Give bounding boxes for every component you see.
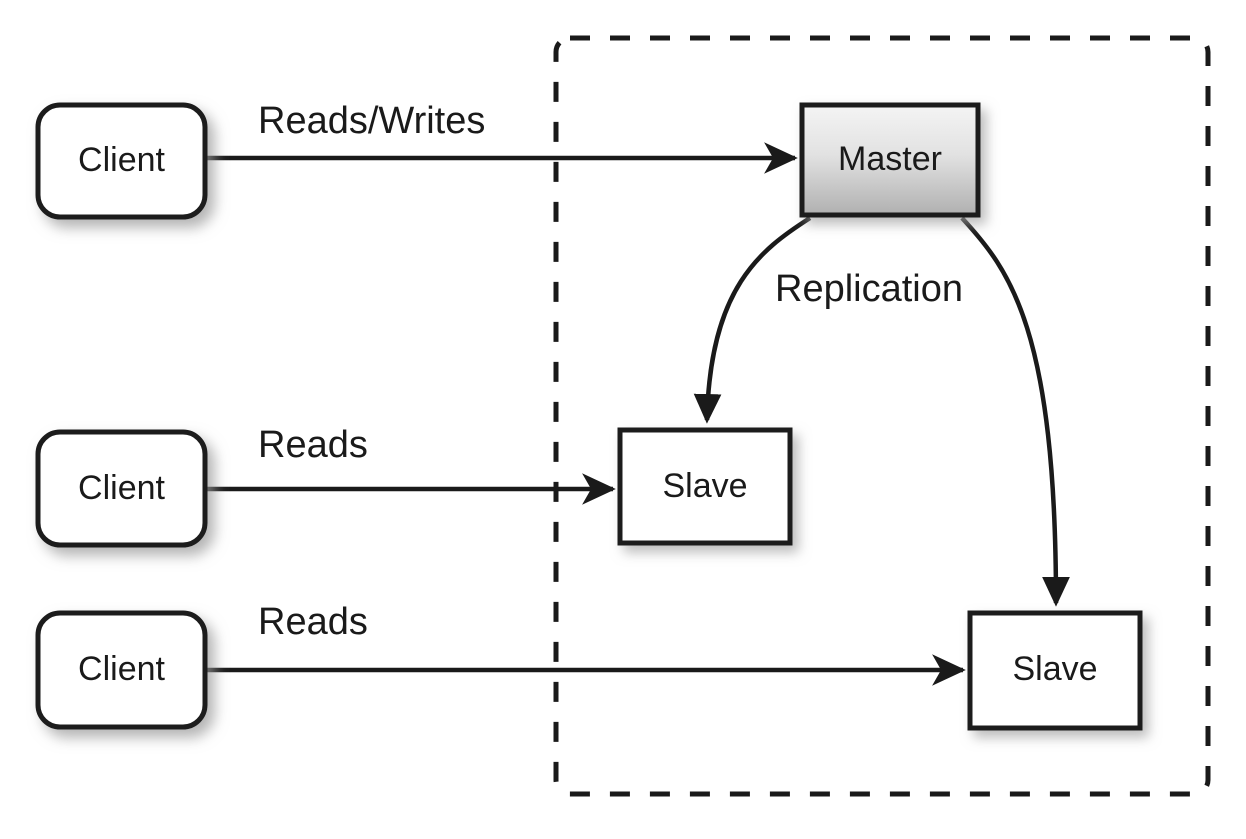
edge-label-reads-1: Reads	[258, 424, 368, 466]
client-3-box[interactable]	[35, 610, 208, 730]
node-client-2[interactable]: Client	[35, 429, 208, 548]
edge-label-reads-writes: Reads/Writes	[258, 100, 485, 142]
master-box[interactable]	[799, 102, 981, 218]
edge-label-reads-2: Reads	[258, 601, 368, 643]
node-slave-2[interactable]: Slave	[967, 610, 1143, 731]
edge-master-to-slave2	[960, 216, 1070, 607]
client-1-label: Client	[78, 141, 165, 179]
database-cluster-boundary	[553, 35, 1211, 797]
client-2-label: Client	[78, 469, 165, 507]
node-master[interactable]: Master	[799, 102, 981, 218]
edge-label-replication: Replication	[775, 268, 963, 310]
master-label: Master	[838, 140, 942, 178]
node-client-3[interactable]: Client	[35, 610, 208, 730]
client-1-box[interactable]	[35, 102, 208, 220]
node-slave-1[interactable]: Slave	[617, 427, 793, 546]
slave-1-box[interactable]	[617, 427, 793, 546]
edge-master-to-slave1	[693, 216, 812, 424]
client-3-label: Client	[78, 650, 165, 688]
slave-1-label: Slave	[662, 467, 747, 505]
slave-2-box[interactable]	[967, 610, 1143, 731]
node-client-1[interactable]: Client	[35, 102, 208, 220]
client-2-box[interactable]	[35, 429, 208, 548]
slave-2-label: Slave	[1012, 650, 1097, 688]
